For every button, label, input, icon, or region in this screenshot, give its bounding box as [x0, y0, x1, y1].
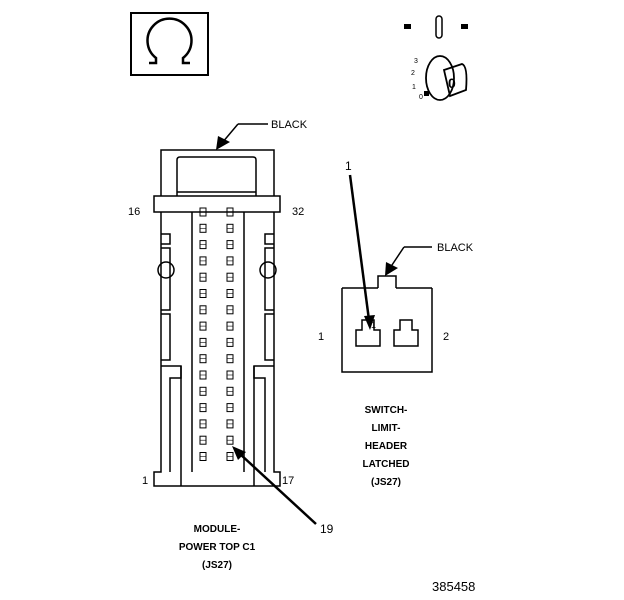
left-caption-line-2: POWER TOP C1: [179, 542, 256, 553]
right-pin-label-2: 2: [443, 331, 449, 343]
figure-number: 385458: [432, 579, 475, 594]
left-caption-line-3: (JS27): [202, 560, 232, 571]
pin-label-17: 17: [282, 475, 294, 487]
ignition-position-3: 3: [414, 58, 418, 65]
left-color-arrow: [216, 123, 268, 150]
ignition-position-0: 0: [419, 94, 423, 101]
right-connector-color-label: BLACK: [437, 242, 474, 254]
left-connector-color-label: BLACK: [271, 119, 308, 131]
pin-label-16: 16: [128, 206, 140, 218]
right-pin-label-1: 1: [318, 331, 324, 343]
ignition-switch-icon: 0 3 2 1 0: [404, 15, 468, 101]
connector-module-power-top-c1: [153, 149, 281, 487]
ohm-symbol-icon: [130, 12, 209, 76]
pin-label-1: 1: [142, 475, 148, 487]
right-terminal-inner-label: 1: [371, 320, 376, 330]
right-color-arrow: [385, 246, 432, 276]
right-caption-line-4: LATCHED: [362, 459, 409, 470]
connector-switch-limit-header: [341, 275, 433, 373]
ignition-position-2: 2: [411, 70, 415, 77]
callout-19-arrow: [232, 446, 317, 525]
right-caption-line-2: LIMIT-: [372, 423, 401, 434]
ignition-key-label: 0: [448, 75, 456, 91]
right-caption-line-1: SWITCH-: [365, 405, 408, 416]
right-caption-line-3: HEADER: [365, 441, 408, 452]
pin-label-32: 32: [292, 206, 304, 218]
left-caption-line-1: MODULE-: [194, 524, 241, 535]
pin-cavity-grid: [199, 207, 234, 461]
right-caption-line-5: (JS27): [371, 477, 401, 488]
ignition-position-1: 1: [412, 84, 416, 91]
callout-19-label: 19: [320, 522, 334, 536]
callout-1-label: 1: [345, 159, 352, 173]
callout-1-arrow: [348, 174, 375, 330]
